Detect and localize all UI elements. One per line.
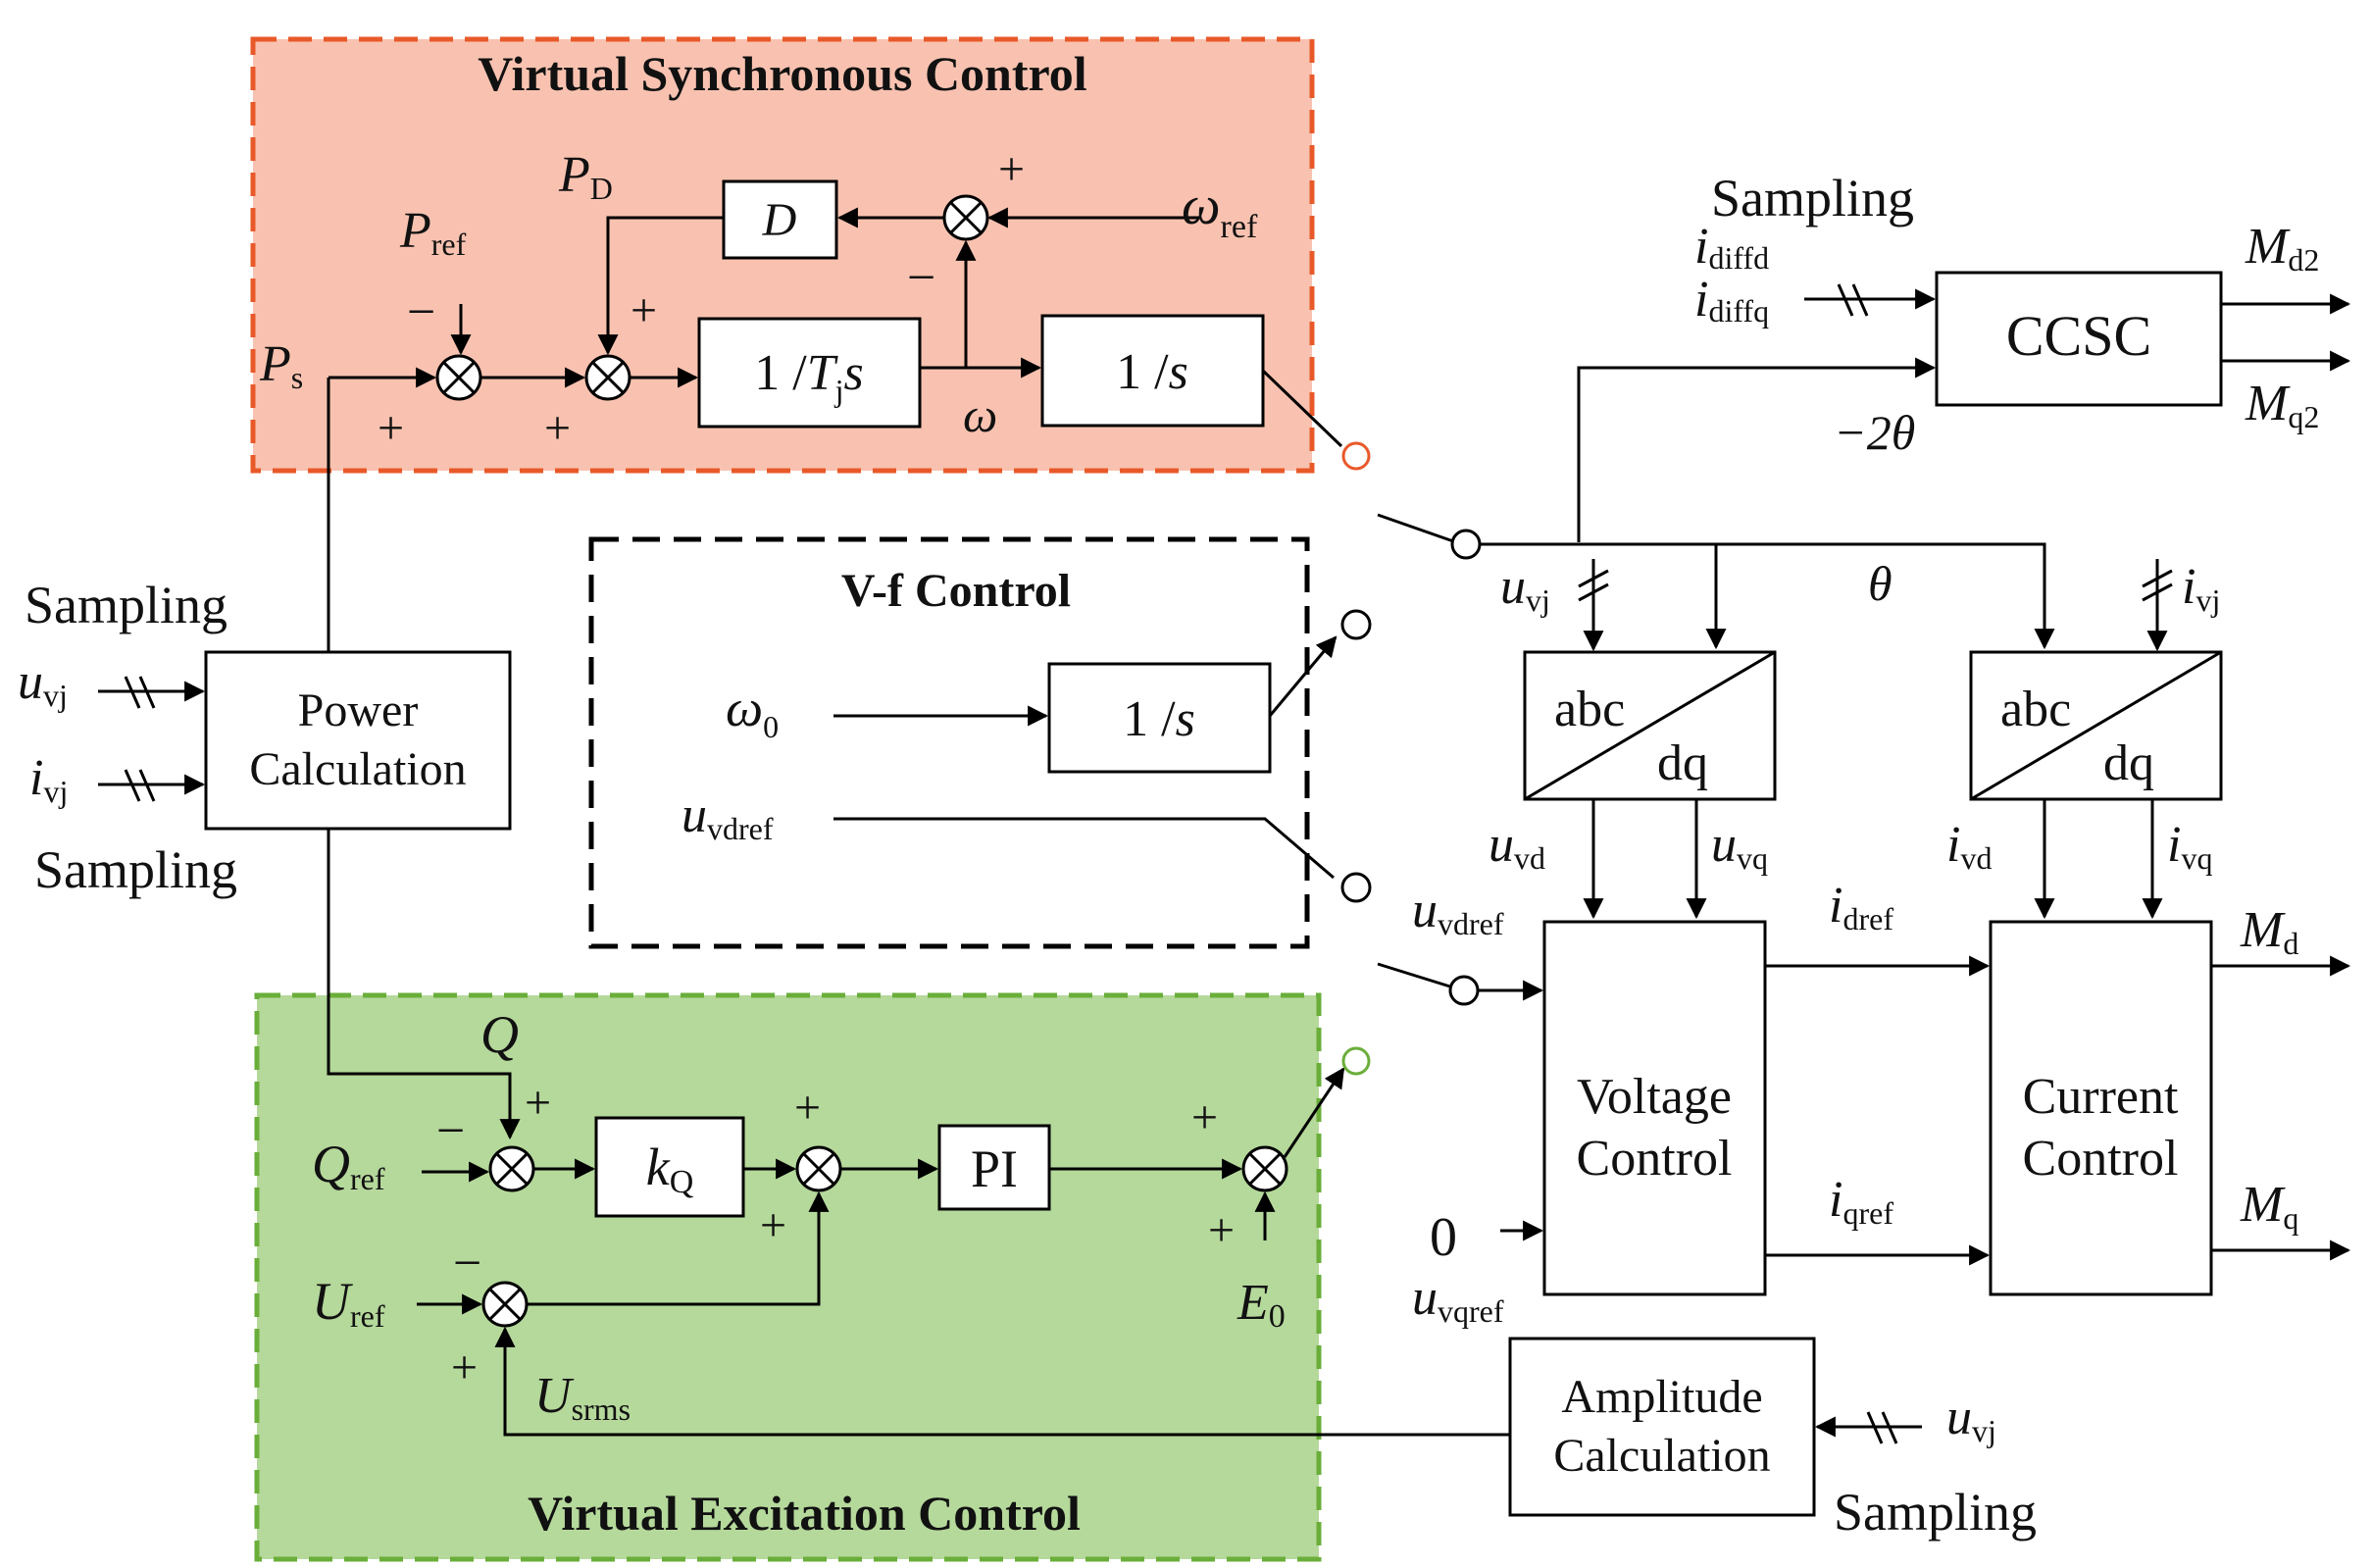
sign-plus-1: +	[378, 402, 404, 454]
u-vj-amplitude-label: uvj	[1946, 1390, 1996, 1448]
voltage-control-line2: Control	[1577, 1131, 1733, 1187]
i-dref-label: idref	[1829, 878, 1893, 936]
abc-label-v: abc	[1554, 682, 1625, 737]
switch-terminal-vf-u	[1340, 872, 1372, 903]
m-d-label: Md	[2240, 902, 2298, 961]
sign-plus-vec-top: +	[794, 1082, 821, 1134]
virtual-excitation-control-panel	[254, 992, 1322, 1562]
sign-plus-3: +	[631, 284, 657, 336]
omega-label: ω	[963, 387, 997, 442]
i-vj-input-left: ivj	[29, 750, 68, 809]
abc-label-i: abc	[2000, 682, 2071, 737]
amplitude-calc-line1: Amplitude	[1561, 1371, 1762, 1423]
m-q-label: Mq	[2240, 1177, 2298, 1236]
d-block-label: D	[762, 194, 797, 246]
i-diffq-label: idiffq	[1694, 272, 1769, 329]
power-calculation-block	[204, 650, 512, 831]
switch-terminal-vf-omega	[1340, 609, 1372, 640]
sign-minus-q: −	[436, 1103, 465, 1159]
p-s-label: Ps	[259, 336, 303, 395]
amplitude-calc-line2: Calculation	[1553, 1430, 1770, 1482]
inverse-tj-block	[697, 317, 922, 429]
kq-label: kQ	[646, 1138, 694, 1200]
u-vq-label: uvq	[1711, 817, 1768, 876]
vsc-title: Virtual Synchronous Control	[478, 46, 1087, 101]
main-switch-pivot	[1450, 529, 1482, 560]
i-vj-abc-label: ivj	[2182, 559, 2220, 618]
omega-0-label: ω0	[726, 679, 779, 744]
u-ref-label: Uref	[312, 1272, 385, 1334]
voltage-control-line1: Voltage	[1577, 1069, 1732, 1125]
u-srms-label: Usrms	[534, 1368, 631, 1427]
u-vj-abc-label: uvj	[1500, 559, 1550, 618]
amplitude-calculation-block	[1508, 1337, 1816, 1517]
switch-terminal-vec	[1341, 1046, 1371, 1076]
inverse-tj-label: 1 /Tjs	[754, 345, 864, 408]
q-ref-label: Qref	[312, 1135, 385, 1196]
sampling-label-bottom: Sampling	[1834, 1483, 2037, 1542]
sign-plus-u: +	[451, 1341, 478, 1393]
u-vj-input-left: uvj	[18, 654, 68, 713]
integrator-vf-label: 1 /s	[1123, 691, 1195, 747]
q-label: Q	[480, 1005, 519, 1064]
integrator-block-vsc	[1040, 314, 1265, 428]
switch-pivot-vdref	[1448, 975, 1480, 1006]
u-vd-label: uvd	[1489, 817, 1545, 876]
pi-block	[937, 1124, 1051, 1211]
i-vd-label: ivd	[1946, 817, 1992, 876]
theta-label: θ	[1868, 556, 1893, 611]
sign-plus-q: +	[525, 1077, 551, 1129]
sampling-label-top: Sampling	[1711, 169, 1914, 228]
minus-2theta-label: −2θ	[1834, 405, 1915, 460]
current-control-line2: Control	[2023, 1131, 2179, 1187]
dq-label-v: dq	[1657, 735, 1708, 791]
integrator-vsc-label: 1 /s	[1116, 344, 1188, 400]
dq-label-i: dq	[2103, 735, 2154, 791]
u-vdref-vf-label: uvdref	[681, 787, 774, 846]
sign-minus-1: −	[407, 284, 435, 340]
u-vdref-main-label: uvdref	[1412, 883, 1504, 941]
p-ref-label: Pref	[399, 203, 467, 262]
p-d-label: PD	[558, 147, 613, 206]
current-control-line1: Current	[2023, 1069, 2179, 1125]
d-block	[722, 179, 838, 260]
vec-title: Virtual Excitation Control	[528, 1486, 1081, 1541]
zero-input-label: 0	[1430, 1207, 1457, 1268]
vf-control-panel	[588, 536, 1310, 949]
sign-plus-2: +	[544, 402, 571, 454]
i-qref-label: iqref	[1829, 1172, 1893, 1231]
i-diffd-label: idiffd	[1694, 219, 1769, 276]
switch-terminal-vsc	[1341, 441, 1371, 471]
power-calc-line2: Calculation	[249, 743, 466, 795]
current-control-block	[1989, 920, 2213, 1296]
sign-plus-e0-bot: +	[1208, 1204, 1235, 1256]
sampling-label-1: Sampling	[25, 576, 227, 634]
kq-block	[594, 1116, 745, 1218]
voltage-control-block	[1542, 920, 1767, 1296]
vf-title: V-f Control	[841, 565, 1071, 617]
e0-label: E0	[1236, 1275, 1286, 1335]
ccsc-block	[1935, 271, 2223, 407]
sign-plus-e0-top: +	[1191, 1091, 1218, 1143]
sign-plus-vec-bot: +	[760, 1199, 786, 1251]
i-vq-label: ivq	[2167, 817, 2212, 876]
omega-ref-label: ωref	[1182, 176, 1258, 245]
integrator-block-vf	[1047, 662, 1272, 774]
m-q2-label: Mq2	[2245, 376, 2319, 434]
sampling-label-2: Sampling	[34, 840, 237, 899]
u-vqref-label: uvqref	[1412, 1270, 1504, 1329]
sign-minus-2: −	[907, 250, 935, 306]
m-d2-label: Md2	[2245, 219, 2319, 278]
ccsc-label: CCSC	[2006, 304, 2151, 368]
pi-label: PI	[971, 1139, 1018, 1198]
sign-plus-4: +	[998, 143, 1025, 195]
power-calc-line1: Power	[298, 684, 419, 736]
sign-minus-u: −	[453, 1236, 481, 1291]
